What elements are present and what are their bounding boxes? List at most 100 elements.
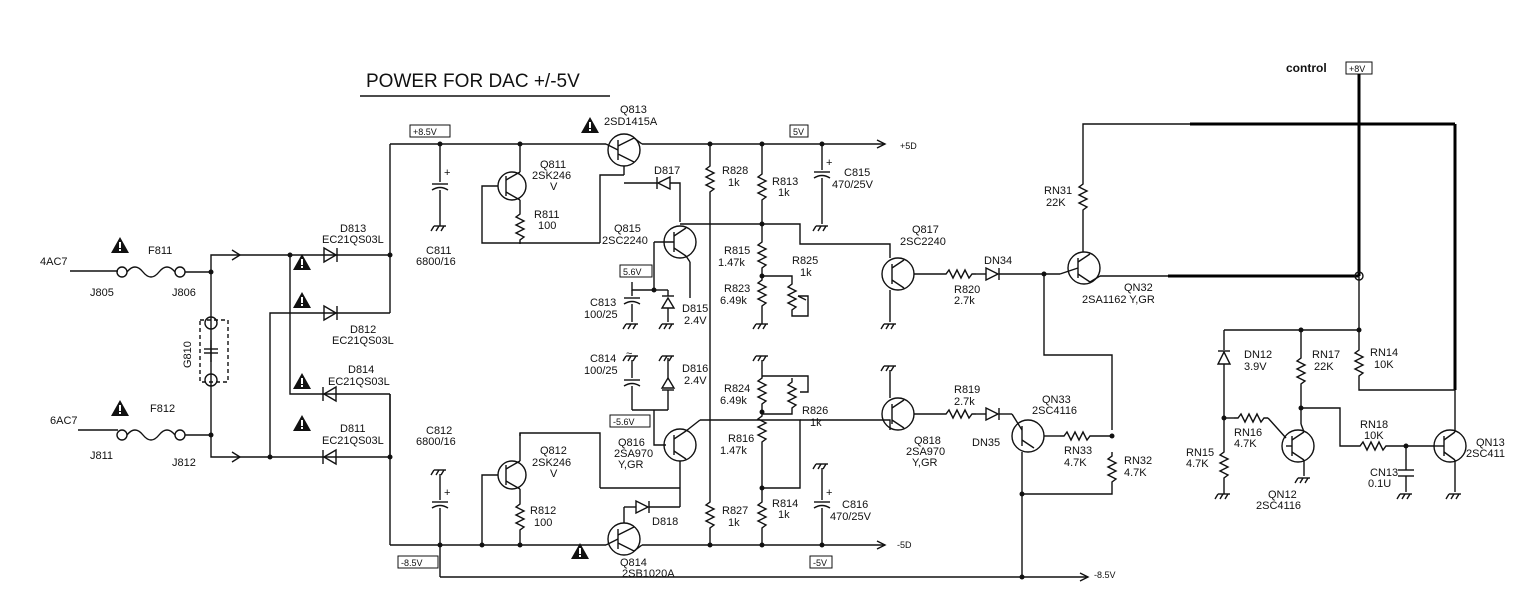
diode-d818 [635,499,650,515]
label-c815: C815 [844,167,870,179]
out-m85: -8.5V [1094,570,1116,580]
value-rn31: 22K [1046,197,1066,209]
value-r828: 1k [728,177,740,189]
transistor-qn12 [1281,429,1315,463]
value-rn15: 4.7K [1186,458,1209,470]
label-d814: D814 [348,364,374,376]
part-q818: 2SA970 [906,446,945,458]
value-d812: EC21QS03L [332,335,394,347]
control-label: control [1286,61,1327,75]
grade-q816: Y,GR [618,459,644,471]
transistor-q816 [663,428,697,462]
label-j805: J805 [90,287,114,299]
transistor-qn33 [1011,419,1045,453]
rail-box-m5 [809,555,833,569]
label-r813: R813 [772,176,798,188]
label-d817: D817 [654,165,680,177]
diode-d813 [323,246,338,264]
value-c816: 470/25V [830,511,872,523]
value-c811: 6800/16 [416,256,456,268]
label-r816: R816 [728,433,754,445]
label-q817: Q817 [912,224,939,236]
label-d811: D811 [340,423,365,435]
value-r827: 1k [728,517,740,529]
part-qn13: 2SC411 [1466,448,1505,460]
svg-text:+: + [826,157,832,169]
label-qn32: QN32 [1124,282,1153,294]
label-r819: R819 [954,384,980,396]
diode-d816 [660,376,676,391]
label-r814: R814 [772,498,798,510]
label-rn33: RN33 [1064,445,1092,457]
label-q813: Q813 [620,104,647,116]
label-dn12: DN12 [1244,349,1272,361]
out-m5d: -5D [897,540,912,550]
diode-d812 [323,304,338,322]
svg-text:+: + [444,487,450,499]
transistor-q817 [881,257,915,291]
value-d814: EC21QS03L [328,376,390,388]
value-c812: 6800/16 [416,436,456,448]
part-q816: 2SA970 [614,448,653,460]
label-q811: Q811 [540,159,566,171]
value-c814: 100/25 [584,365,618,377]
label-qn12: QN12 [1268,489,1297,501]
rail-box-m56 [609,414,651,428]
svg-text:+: + [826,487,832,499]
label-q818: Q818 [914,435,941,447]
svg-text:~: ~ [626,348,632,360]
label-cn13: CN13 [1370,467,1398,479]
label-q816: Q816 [618,437,645,449]
label-rn31: RN31 [1044,185,1072,197]
diode-d817 [656,175,671,191]
part-q811: 2SK246 [532,170,571,182]
rail-p56: 5.6V [623,267,642,277]
label-r828: R828 [722,165,748,177]
rail-box-p85 [409,124,451,138]
rail-m85: -8.5V [401,558,423,568]
value-r820: 2.7k [954,295,975,307]
label-j811: J811 [90,450,113,462]
value-rn16: 4.7K [1234,438,1257,450]
label-dn34: DN34 [984,255,1012,267]
value-r811: 100 [538,220,556,232]
label-r827: R827 [722,505,748,517]
value-rn32: 4.7K [1124,467,1147,479]
value-rn14: 10K [1374,359,1394,371]
label-rn14: RN14 [1370,347,1398,359]
label-j806: J806 [172,287,196,299]
value-d811: EC21QS03L [322,435,384,447]
rail-box-m85 [397,555,439,569]
label-c811: C811 [426,245,451,257]
label-d812: D812 [350,324,376,336]
fuse-f811 [116,266,186,278]
diode-d814 [322,385,337,403]
value-r813: 1k [778,187,790,199]
label-j812: J812 [172,457,196,469]
rail-box-p56 [619,264,653,278]
label-dn35: DN35 [972,437,1000,449]
label-c813: C813 [590,297,616,309]
label-r824: R824 [724,383,750,395]
value-d815: 2.4V [684,315,707,327]
label-rn16: RN16 [1234,427,1262,439]
rail-p5: 5V [793,127,804,137]
value-rn17: 22K [1314,361,1334,373]
label-d816: D816 [682,363,708,375]
label-qn13: QN13 [1476,437,1505,449]
grade-q811: V [550,181,558,193]
diode-dn34 [985,266,1000,282]
value-dn12: 3.9V [1244,361,1267,373]
label-rn17: RN17 [1312,349,1340,361]
ac-input-top: 4AC7 [40,256,68,268]
label-q812: Q812 [540,445,567,457]
label-c812: C812 [426,425,452,437]
value-r815: 1.47k [718,257,745,269]
label-q814: Q814 [620,557,647,569]
grade-q818: Y,GR [912,457,938,469]
label-d813: D813 [340,223,366,235]
diode-dn12 [1216,350,1232,365]
diode-d811 [322,448,337,466]
value-r824: 6.49k [720,395,747,407]
